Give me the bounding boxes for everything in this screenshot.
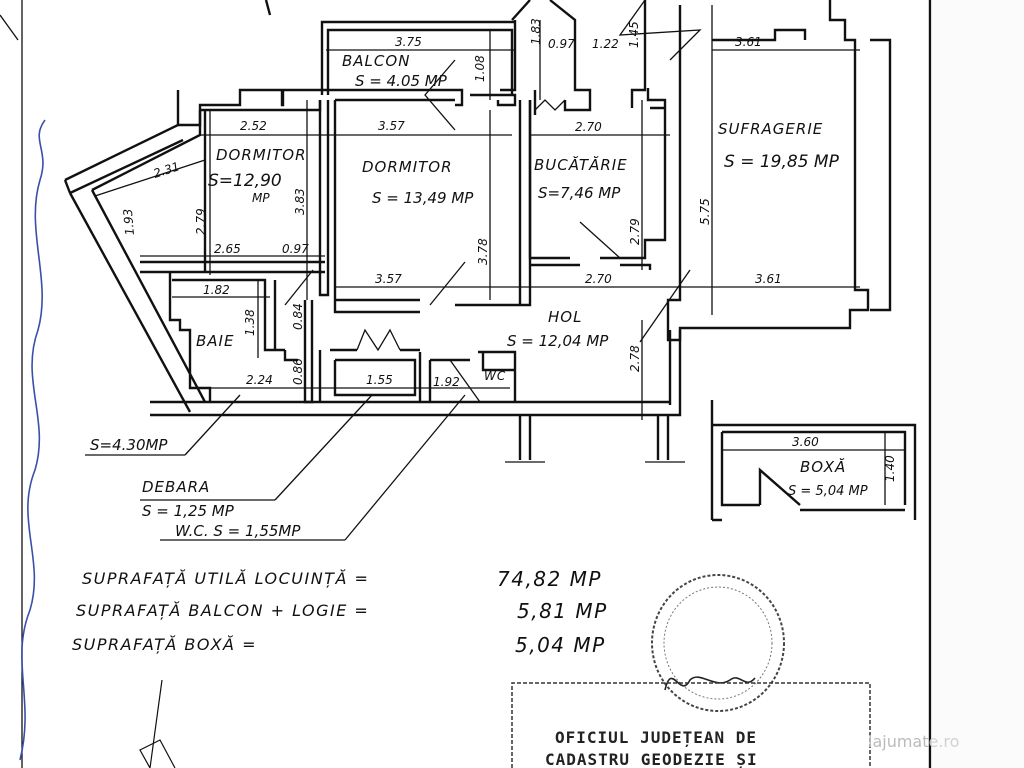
room-name-balcon: BALCON [342, 52, 410, 70]
room-name-hol: HOL [548, 308, 582, 326]
summary-value: 5,81 MP [517, 599, 608, 623]
dim-label: 2.65 [214, 242, 241, 256]
dim-label: 1.08 [473, 55, 487, 82]
dim-label: 2.31 [152, 159, 182, 181]
handwritten-note [19, 119, 46, 761]
dim-label: 2.78 [628, 345, 642, 372]
dim-label: 0.84 [291, 303, 305, 330]
dim-label: 1.45 [627, 21, 641, 48]
dim-label: 3.78 [476, 238, 490, 265]
dim-label: 3.83 [293, 188, 307, 215]
dim-label: 0.97 [282, 242, 309, 256]
dim-label: 3.60 [792, 435, 819, 449]
dim-label: 5.75 [698, 198, 712, 225]
room-area-sufragerie: S = 19,85 MP [724, 152, 840, 172]
dim-label: 0.97 [548, 37, 575, 51]
room-name-debara: DEBARA [142, 478, 210, 496]
dim-label: 2.79 [194, 208, 208, 235]
dim-label: 0.86 [291, 358, 305, 385]
area-summary: SUPRAFAȚĂ UTILĂ LOCUINȚĂ = 74,82 MP SUPR… [72, 567, 608, 657]
room-name-bucatarie: BUCĂTĂRIE [534, 155, 628, 174]
stamp-text-line1: OFICIUL JUDEȚEAN DE [555, 728, 757, 747]
summary-value: 5,04 MP [515, 633, 606, 657]
summary-label: SUPRAFAȚĂ UTILĂ LOCUINȚĂ = [82, 569, 369, 588]
dim-label: 1.83 [529, 18, 543, 45]
room-area-baie: S=4.30MP [90, 436, 168, 454]
dim-label: 3.61 [735, 35, 762, 49]
dim-label: 1.82 [203, 283, 230, 297]
cadastre-stamp: OFICIUL JUDEȚEAN DE CADASTRU GEODEZIE ȘI [511, 574, 871, 768]
corner-mark [0, 14, 19, 41]
dim-label: 2.70 [575, 120, 602, 134]
dim-label: 2.70 [585, 272, 612, 286]
room-area-boxa: S = 5,04 MP [788, 484, 868, 499]
dim-label: 2.79 [628, 218, 642, 245]
dim-label: 1.92 [433, 375, 460, 389]
dimension-lines [85, 5, 905, 541]
dim-label: 3.61 [755, 272, 782, 286]
summary-label: SUPRAFAȚĂ BOXĂ = [72, 635, 257, 654]
room-name-dormitor-1: DORMITOR [216, 146, 307, 164]
room-area-wc: W.C. S = 1,55MP [175, 522, 301, 540]
dim-label: 2.52 [240, 119, 267, 133]
stamp-text-line2: CADASTRU GEODEZIE ȘI [545, 750, 758, 768]
room-area-unit-dormitor-1: MP [252, 191, 270, 205]
door-swings [284, 0, 702, 403]
dim-label: 2.24 [246, 373, 273, 387]
summary-label: SUPRAFAȚĂ BALCON + LOGIE = [76, 601, 369, 620]
dim-label: 1.55 [366, 373, 393, 387]
room-area-debara: S = 1,25 MP [142, 502, 235, 520]
top-mark [264, 0, 272, 16]
dimension-labels: 3.75 1.08 1.83 0.97 1.22 1.45 3.61 2.52 … [121, 18, 897, 482]
dim-label: 1.93 [121, 208, 137, 236]
dim-label: 1.22 [592, 37, 619, 51]
walls [63, 0, 917, 522]
room-name-wc: WC [484, 369, 506, 383]
summary-value: 74,82 MP [497, 567, 602, 591]
dim-label: 1.40 [883, 455, 897, 482]
room-area-bucatarie: S=7,46 MP [538, 184, 621, 202]
watermark: lajumate.ro [868, 732, 959, 751]
room-name-baie: BAIE [196, 332, 234, 350]
room-name-dormitor-2: DORMITOR [362, 158, 453, 176]
room-area-dormitor-1: S=12,90 [208, 171, 282, 191]
dim-label: 3.57 [378, 119, 405, 133]
dim-label: 1.38 [243, 309, 257, 336]
room-area-hol: S = 12,04 MP [507, 332, 609, 350]
room-name-sufragerie: SUFRAGERIE [718, 120, 823, 138]
page-edge [931, 0, 1024, 768]
room-area-balcon: S = 4.05 MP [355, 72, 448, 90]
scribble [139, 679, 176, 768]
dim-label: 3.57 [375, 272, 402, 286]
room-name-boxa: BOXĂ [800, 457, 846, 476]
dim-label: 3.75 [395, 35, 422, 49]
room-area-dormitor-2: S = 13,49 MP [372, 189, 474, 207]
signature [664, 676, 756, 691]
